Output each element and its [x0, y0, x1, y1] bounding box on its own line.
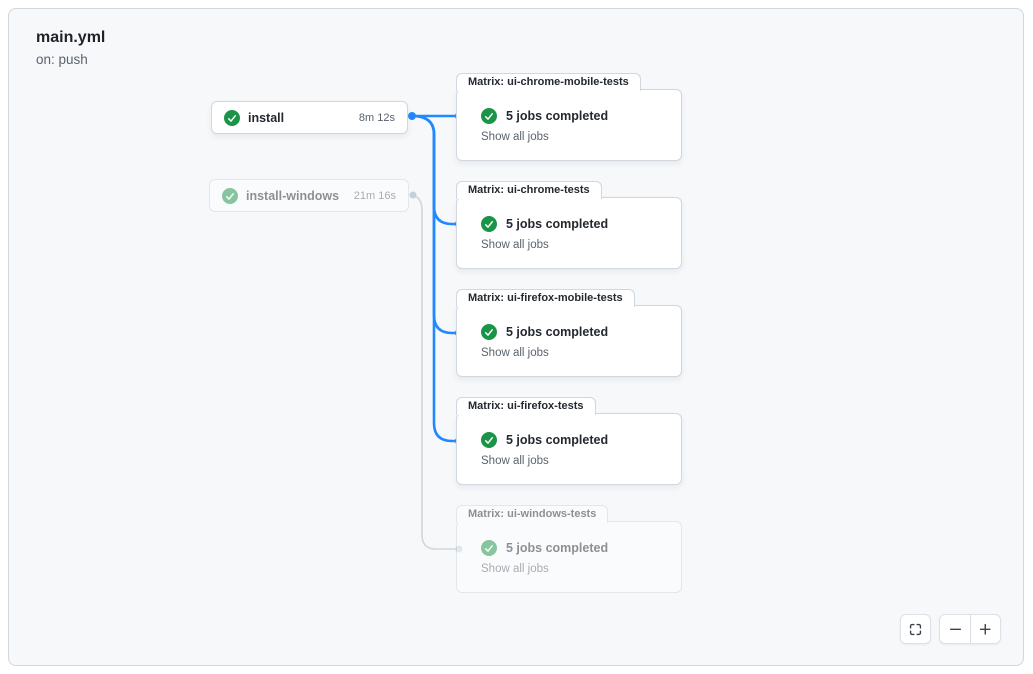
success-check-icon — [481, 108, 497, 124]
graph-view-controls — [900, 614, 1001, 644]
jobs-completed-text: 5 jobs completed — [506, 433, 609, 447]
connection-dot — [408, 112, 416, 120]
job-name: install-windows — [246, 188, 340, 203]
show-all-jobs-link[interactable]: Show all jobs — [481, 455, 549, 467]
job-duration: 8m 12s — [358, 111, 395, 124]
success-check-icon — [481, 324, 497, 340]
edge-install-windows-to-windows-tests — [412, 194, 460, 550]
job-name: install — [248, 110, 285, 125]
edge-install-to-firefox — [410, 114, 461, 443]
matrix-card-ui-firefox-mobile-tests[interactable]: Matrix: ui-firefox-mobile-tests 5 jobs c… — [456, 289, 682, 377]
zoom-out-button[interactable] — [940, 615, 970, 643]
workflow-trigger-label: on: push — [36, 51, 88, 67]
show-all-jobs-link[interactable]: Show all jobs — [481, 563, 549, 575]
matrix-card-ui-chrome-mobile-tests[interactable]: Matrix: ui-chrome-mobile-tests 5 jobs co… — [456, 73, 682, 161]
dash-icon — [949, 628, 961, 630]
fullscreen-button[interactable] — [900, 614, 931, 644]
job-node-install[interactable]: install 8m 12s — [211, 101, 408, 134]
matrix-tab-label: Matrix: ui-firefox-mobile-tests — [456, 289, 635, 307]
success-check-icon — [224, 109, 240, 126]
matrix-card-ui-windows-tests[interactable]: Matrix: ui-windows-tests 5 jobs complete… — [456, 505, 682, 593]
workflow-graph-canvas[interactable]: main.yml on: push install 8m 12s — [8, 8, 1024, 666]
job-node-install-windows[interactable]: install-windows 21m 16s — [209, 179, 409, 212]
screen-full-icon — [909, 623, 922, 635]
matrix-tab-label: Matrix: ui-firefox-tests — [456, 397, 596, 415]
matrix-card-ui-chrome-tests[interactable]: Matrix: ui-chrome-tests 5 jobs completed… — [456, 181, 682, 269]
jobs-completed-text: 5 jobs completed — [506, 217, 609, 231]
jobs-completed-text: 5 jobs completed — [506, 541, 609, 555]
matrix-tab-label: Matrix: ui-chrome-mobile-tests — [456, 73, 641, 91]
workflow-header: main.yml on: push — [36, 28, 105, 67]
zoom-in-button[interactable] — [970, 615, 1000, 643]
show-all-jobs-link[interactable]: Show all jobs — [481, 347, 549, 359]
zoom-control-group — [939, 614, 1001, 644]
edge-install-to-firefox-mobile — [410, 114, 461, 335]
matrix-tab-label: Matrix: ui-chrome-tests — [456, 181, 602, 199]
show-all-jobs-link[interactable]: Show all jobs — [481, 131, 549, 143]
connection-dot-faded — [409, 191, 417, 199]
success-check-icon — [222, 187, 238, 204]
success-check-icon — [481, 432, 497, 448]
plus-icon — [979, 623, 991, 635]
edge-install-to-chrome — [410, 114, 461, 226]
success-check-icon — [481, 216, 497, 232]
matrix-tab-label: Matrix: ui-windows-tests — [456, 505, 609, 523]
job-duration: 21m 16s — [353, 189, 396, 202]
workflow-file-title: main.yml — [36, 29, 106, 46]
show-all-jobs-link[interactable]: Show all jobs — [481, 239, 549, 251]
jobs-completed-text: 5 jobs completed — [506, 109, 609, 123]
success-check-icon — [481, 540, 497, 556]
matrix-card-ui-firefox-tests[interactable]: Matrix: ui-firefox-tests 5 jobs complete… — [456, 397, 682, 485]
jobs-completed-text: 5 jobs completed — [506, 325, 609, 339]
